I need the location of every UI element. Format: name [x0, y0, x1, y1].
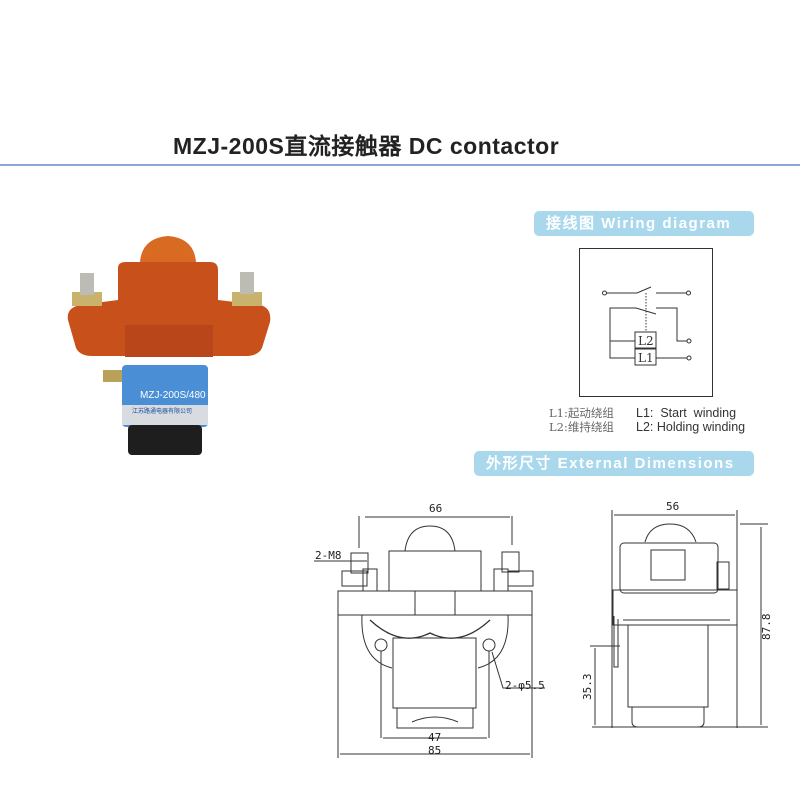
front-view-drawing	[314, 516, 545, 758]
product-label-maker: 江苏路通电器有限公司	[132, 407, 192, 415]
section-badge-wiring: 接线图 Wiring diagram	[534, 211, 754, 236]
product-label-model: MZJ-200S/480	[140, 390, 206, 401]
page-title: MZJ-200S直流接触器 DC contactor	[173, 133, 560, 159]
legend-en-l2: L2: Holding winding	[636, 420, 746, 434]
coil-label-l2: L2	[638, 334, 654, 348]
coil-label-l1: L1	[638, 351, 654, 365]
dim-terminal: 2-M8	[315, 549, 342, 562]
product-photo: MZJ-200S/480 江苏路通电器有限公司	[67, 236, 271, 455]
title-divider	[0, 164, 800, 166]
dim-top-width: 66	[429, 502, 442, 515]
dim-mount-height: 35.3	[581, 674, 594, 701]
section-badge-dimensions: 外形尺寸 External Dimensions	[474, 451, 754, 476]
dim-overall-width: 85	[428, 744, 441, 757]
dim-hole-spacing: 47	[428, 731, 441, 744]
side-view-drawing	[590, 510, 768, 728]
dim-side-height: 87.8	[760, 614, 773, 641]
dim-hole: 2-φ5.5	[505, 679, 545, 692]
wiring-diagram	[579, 248, 713, 397]
legend-en-l1: L1: Start winding	[636, 406, 737, 420]
legend-cn-l1: L1:起动绕组	[549, 406, 614, 420]
legend-cn-l2: L2:维持绕组	[549, 420, 614, 434]
dim-side-width: 56	[666, 500, 679, 513]
